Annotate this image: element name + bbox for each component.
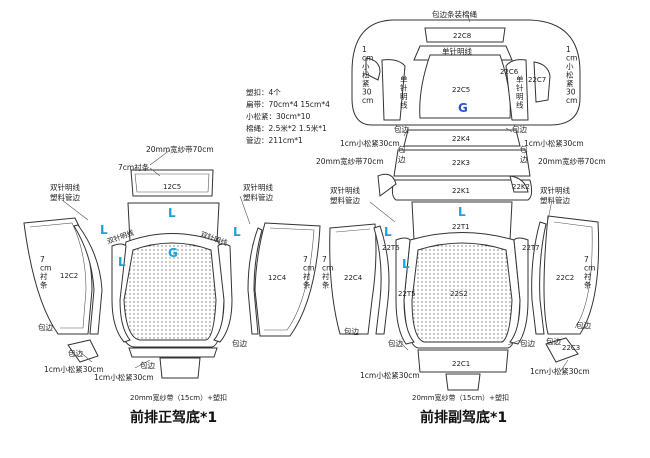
label-22c8: 22C8 — [453, 32, 471, 40]
label-elastic-bottom-r: 1cm小松紧30cm — [360, 370, 420, 380]
label-edge-br: 包边 — [576, 320, 591, 330]
piece-12c5 — [130, 169, 214, 197]
label-side-right-r: 双针明线塑料管边 — [540, 185, 570, 205]
label-edge-b-l: 包边 — [388, 338, 403, 348]
label-edge-3: 包边 — [140, 360, 155, 370]
label-22t7: 22T7 — [522, 244, 540, 252]
title-right: 前排副驾底*1 — [420, 409, 507, 426]
note-piping: 管边：211cm*1 — [246, 135, 303, 145]
marker-left-l1: L — [168, 206, 176, 220]
label-22c5: 22C5 — [452, 86, 470, 94]
label-22c4: 22C4 — [344, 274, 363, 282]
piece-22c3 — [545, 337, 579, 363]
label-side-left-r: 双针明线塑料管边 — [330, 185, 360, 205]
label-12c5: 12C5 — [163, 183, 181, 191]
label-edge-bl: 包边 — [344, 326, 359, 336]
label-edge-1: 包边 — [38, 322, 53, 332]
label-single-left: 单针明线 — [400, 74, 408, 110]
label-12c2: 12C2 — [60, 272, 78, 280]
piece-22c1 — [417, 349, 509, 373]
label-edge-k4-r: 包边 — [512, 124, 527, 134]
label-22k2: 22K2 — [512, 183, 530, 191]
label-single-right: 单针明线 — [516, 74, 524, 110]
marker-left-l2: L — [100, 223, 108, 237]
label-edge-r: 包边 — [520, 144, 528, 164]
label-elastic-bottom: 1cm小松紧30cm — [94, 372, 154, 382]
label-elastic-left: 1cm小松紧30cm — [44, 364, 104, 374]
label-side-left: 双针明线塑料管边 — [50, 182, 80, 202]
piece-12c4 — [254, 222, 321, 337]
marker-left-l4: L — [118, 255, 126, 269]
right-assembly — [329, 15, 600, 391]
piece-22c4 — [329, 223, 377, 335]
label-elastic-k4-r: 1cm小松紧30cm — [524, 138, 584, 148]
note-buckle: 塑扣：4个 — [246, 87, 281, 97]
label-edge-c3: 包边 — [546, 336, 561, 346]
label-22c2: 22C2 — [556, 274, 574, 282]
label-tape-top: 20mm宽纱带70cm — [146, 144, 214, 154]
marker-right-l1: L — [458, 205, 466, 219]
left-assembly — [23, 149, 321, 379]
note-flat-strap: 扁带：70cm*4 15cm*4 — [246, 99, 330, 109]
label-22t5: 22T5 — [398, 290, 416, 298]
label-edge-l: 包边 — [398, 144, 406, 164]
label-22t6: 22T6 — [382, 244, 400, 252]
label-22t1: 22T1 — [452, 223, 470, 231]
label-12c4: 12C4 — [268, 274, 287, 282]
piece-22k1 — [391, 179, 533, 201]
mesh-right — [411, 242, 513, 343]
label-elastic-k4-l: 1cm小松紧30cm — [340, 138, 400, 148]
label-22c3: 22C3 — [562, 344, 580, 352]
label-22s2: 22S2 — [450, 290, 468, 298]
label-22c1: 22C1 — [452, 360, 470, 368]
label-tape-bottom: 20mm宽纱带（15cm）+塑扣 — [130, 393, 227, 402]
label-side-right: 双针明线塑料管边 — [243, 182, 273, 202]
label-edge-b-r: 包边 — [520, 338, 535, 348]
label-tape-k3-l: 20mm宽纱带70cm — [316, 156, 384, 166]
label-top-edge: 包边条装棉绳 — [432, 9, 477, 19]
note-cotton-rope: 棉绳：2.5米*2 1.5米*1 — [246, 123, 327, 133]
mesh-left — [123, 242, 217, 341]
marker-left-l3: L — [233, 225, 241, 239]
label-single-top: 单针明线 — [442, 46, 472, 56]
label-22k4: 22K4 — [452, 135, 470, 143]
label-edge-2: 包边 — [68, 348, 83, 358]
label-edge-k4-l: 包边 — [394, 124, 409, 134]
label-22k1: 22K1 — [452, 187, 470, 195]
label-tape-k3-r: 20mm宽纱带70cm — [538, 156, 606, 166]
label-tape-bottom-r: 20mm宽纱带（15cm）+塑扣 — [412, 393, 509, 402]
piece-22c5 — [419, 54, 511, 119]
label-22k3: 22K3 — [452, 159, 470, 167]
marker-left-g: G — [168, 246, 178, 260]
label-lining-top: 7cm衬条 — [118, 162, 150, 172]
piece-22k4 — [403, 129, 521, 147]
title-left: 前排正驾底*1 — [130, 409, 217, 426]
marker-right-g: G — [458, 101, 468, 115]
piece-22c2 — [543, 215, 600, 335]
label-22c6: 22C6 — [500, 68, 519, 76]
marker-right-l2: L — [384, 225, 392, 239]
note-elastic: 小松紧：30cm*10 — [246, 111, 310, 121]
piece-22k3 — [393, 149, 531, 177]
label-22c7: 22C7 — [528, 76, 546, 84]
marker-right-l3: L — [402, 257, 410, 271]
label-elastic-br: 1cm小松紧30cm — [530, 366, 590, 376]
label-edge-4: 包边 — [232, 338, 247, 348]
